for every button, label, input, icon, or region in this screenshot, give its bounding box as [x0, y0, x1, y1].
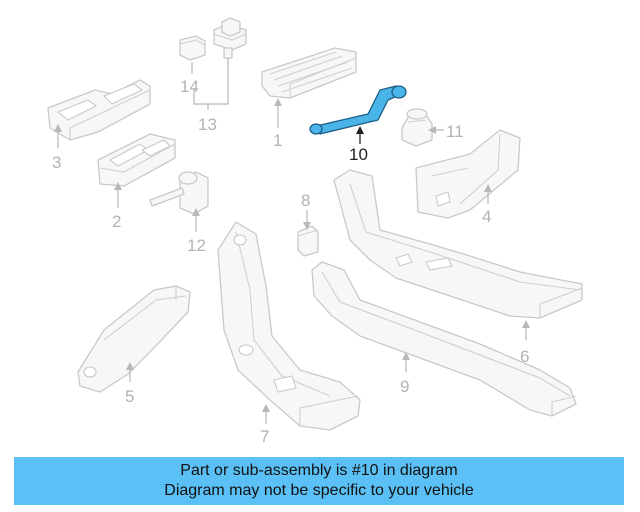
callout-11: 11 [446, 122, 464, 141]
part-11-connector [401, 108, 433, 147]
part-5-left-duct [77, 285, 191, 393]
callout-9: 9 [400, 377, 409, 396]
callout-14: 14 [180, 77, 199, 96]
callout-2: 2 [112, 212, 121, 231]
part-8-plug [297, 225, 319, 257]
callout-3: 3 [52, 153, 61, 172]
part-13-switch [213, 17, 247, 59]
part-14-cap [179, 35, 206, 61]
callout-12: 12 [187, 236, 206, 255]
info-banner: Part or sub-assembly is #10 in diagram D… [14, 457, 624, 505]
part-1-vent-grille [261, 47, 357, 99]
part-2-center-vent [97, 133, 176, 187]
callout-13: 13 [198, 115, 217, 134]
part-7-center-duct [217, 221, 361, 431]
part-9-lower-duct [311, 261, 577, 417]
callout-5: 5 [125, 387, 134, 406]
banner-line-2: Diagram may not be specific to your vehi… [164, 482, 474, 499]
part-3-dash-vent [47, 79, 151, 141]
part-10-hose [309, 85, 407, 135]
callout-8: 8 [301, 191, 310, 210]
callout-7: 7 [260, 427, 269, 446]
part-12-actuator [149, 171, 209, 215]
callout-6: 6 [520, 347, 529, 366]
parts-diagram: 14 13 1 10 11 3 2 12 4 8 6 9 7 5 [47, 17, 583, 446]
part-6-upper-duct [333, 169, 583, 319]
callout-10: 10 [349, 145, 368, 164]
banner-line-1: Part or sub-assembly is #10 in diagram [180, 462, 458, 479]
part-4-side-duct [415, 129, 521, 219]
callout-1: 1 [273, 131, 282, 150]
leader-lines [54, 58, 530, 424]
callout-4: 4 [482, 207, 491, 226]
